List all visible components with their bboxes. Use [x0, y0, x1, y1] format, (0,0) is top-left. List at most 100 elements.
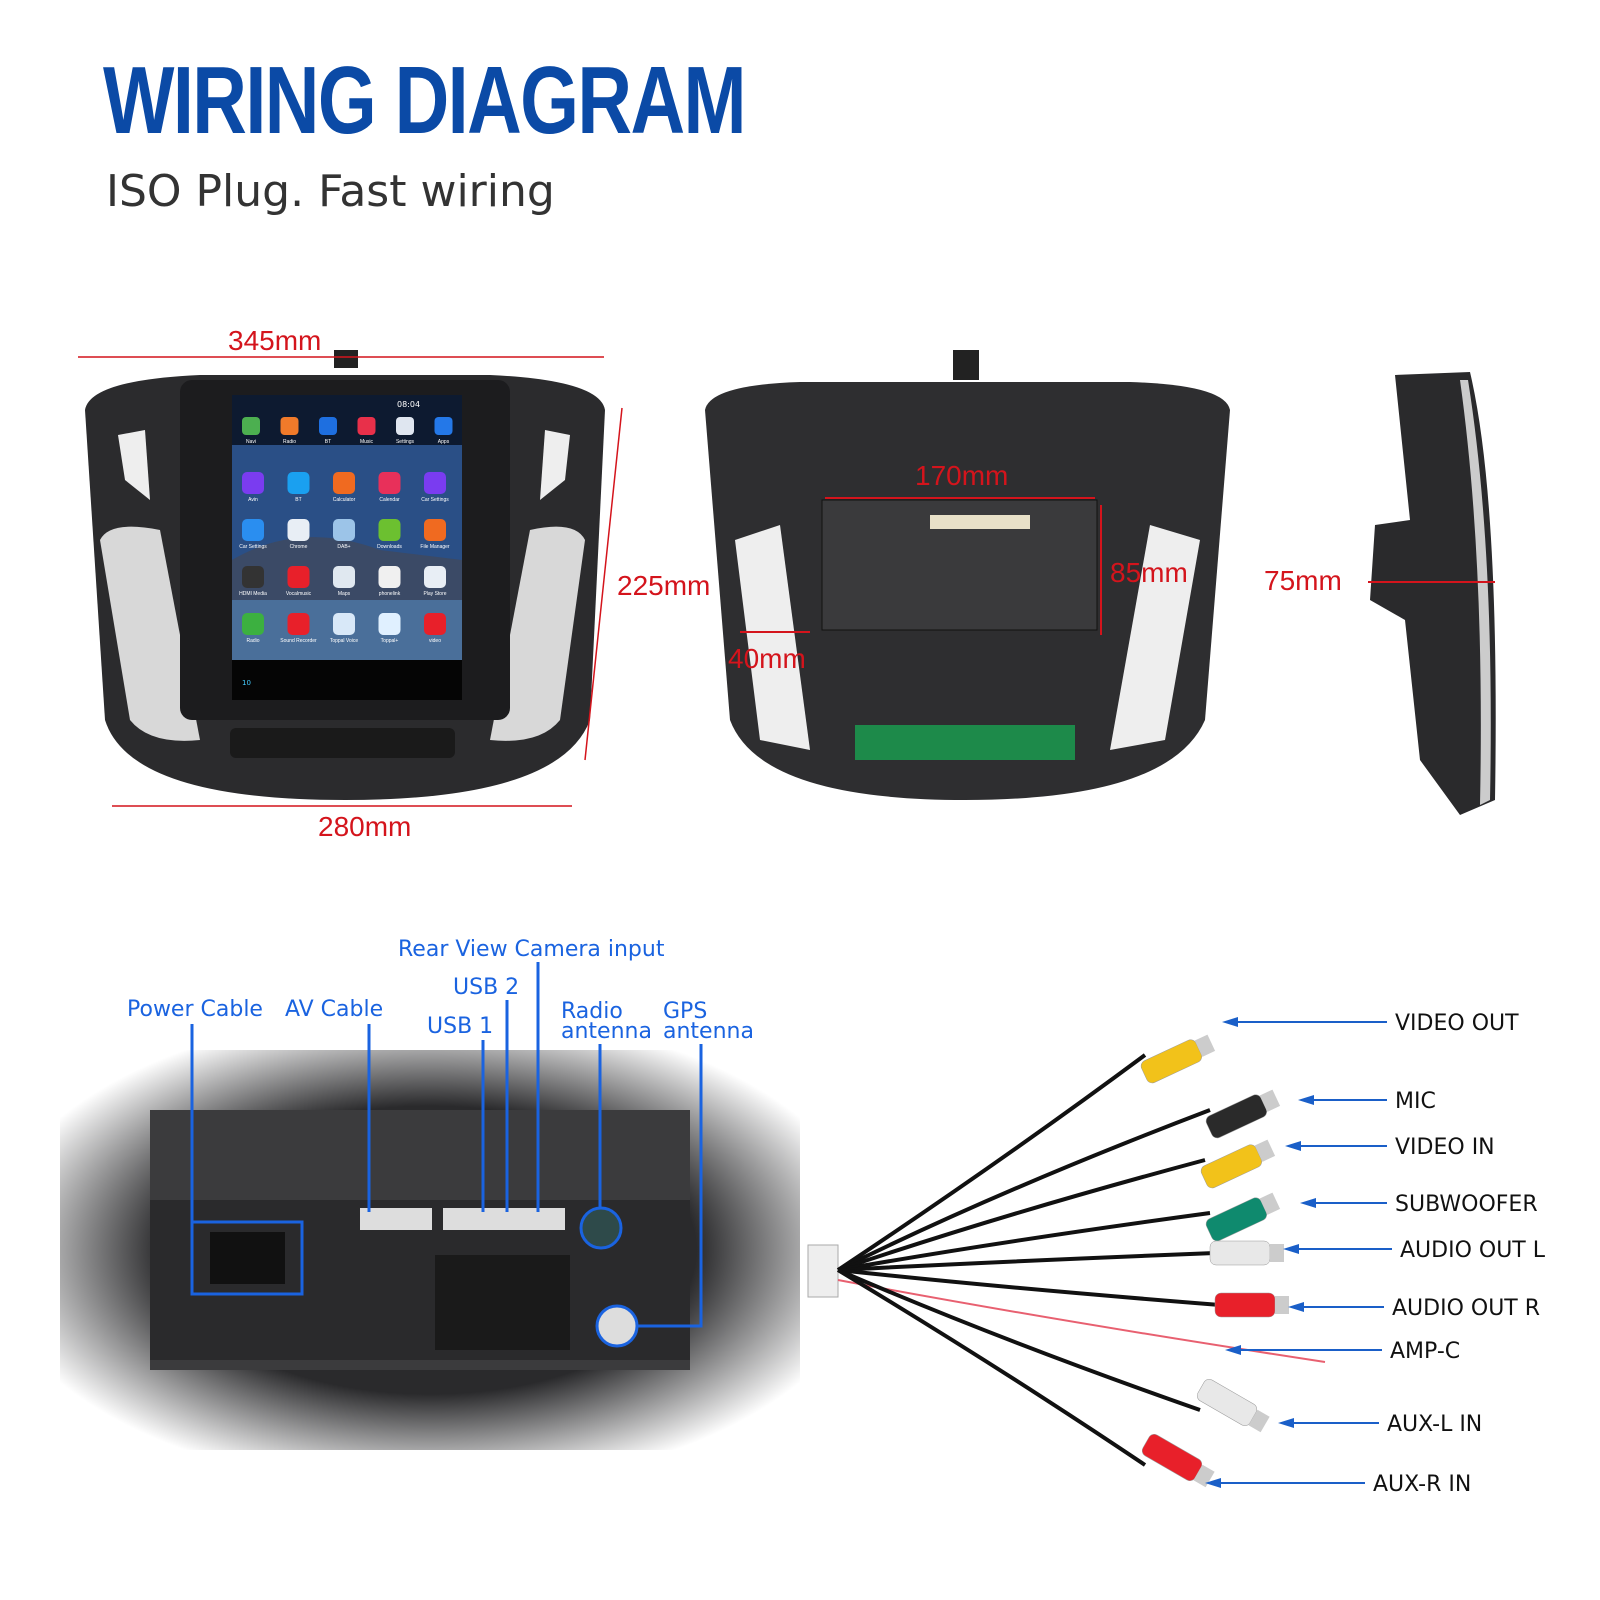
app-label: Maps [338, 591, 351, 597]
page-subtitle: ISO Plug. Fast wiring [106, 166, 555, 217]
cable-label: AUDIO OUT L [1400, 1238, 1546, 1263]
app-icon[interactable] [333, 566, 355, 588]
label-power-cable: Power Cable [127, 997, 263, 1022]
app-label: HDMI Media [239, 591, 267, 597]
rca-plug [1205, 1089, 1281, 1139]
cable-wire [837, 1108, 1211, 1272]
cable-label: VIDEO OUT [1395, 1011, 1519, 1036]
app-icon[interactable] [424, 472, 446, 494]
dim-inner-offset: 40mm [728, 643, 806, 674]
app-label: video [429, 638, 441, 644]
app-label: DAB+ [337, 544, 350, 550]
arrow-icon [1288, 1302, 1304, 1312]
label-gps-antenna-2: antenna [663, 1019, 754, 1044]
hard-button-bar[interactable] [230, 728, 455, 758]
arrow-icon [1222, 1017, 1238, 1027]
cable-label: MIC [1395, 1089, 1436, 1114]
power-cable-port[interactable] [190, 1220, 304, 1296]
connector-panel: Rear View Camera input USB 2 Power Cable… [60, 937, 800, 1450]
app-label: Car Settings [421, 497, 449, 503]
clock: 08:04 [397, 400, 420, 409]
app-icon[interactable] [333, 472, 355, 494]
app-icon[interactable] [424, 566, 446, 588]
arrow-icon [1283, 1244, 1299, 1254]
dock-app-icon[interactable] [396, 417, 414, 435]
dock-app-icon[interactable] [242, 417, 260, 435]
rca-plug [1205, 1192, 1281, 1242]
label-radio-antenna-2: antenna [561, 1019, 652, 1044]
dock-app-icon[interactable] [357, 417, 376, 435]
app-icon[interactable] [287, 566, 310, 588]
cable-label: AUX-L IN [1387, 1412, 1482, 1437]
app-label: Vocalmusic [286, 591, 312, 597]
app-label: phonelink [379, 591, 401, 597]
av-cable-port[interactable] [360, 1208, 432, 1230]
rca-plug [1140, 1034, 1216, 1084]
cable-label: AMP-C [1390, 1339, 1460, 1364]
dim-inner-height: 85mm [1110, 557, 1188, 588]
app-icon[interactable] [287, 519, 310, 541]
app-label: Radio [246, 638, 259, 644]
app-label: Avin [248, 497, 258, 503]
dock-app-icon[interactable] [280, 417, 299, 435]
app-icon[interactable] [333, 519, 355, 541]
app-label: Toppal Voice [330, 638, 359, 644]
arrow-icon [1278, 1418, 1294, 1428]
app-icon[interactable] [378, 472, 401, 494]
app-icon[interactable] [242, 472, 264, 494]
radio-antenna-port[interactable] [579, 1206, 623, 1250]
app-icon[interactable] [287, 613, 310, 635]
app-icon[interactable] [424, 613, 446, 635]
arrow-icon [1225, 1345, 1241, 1355]
gps-antenna-port[interactable] [595, 1304, 639, 1348]
dim-width-top: 345mm [228, 325, 321, 356]
cable-wire [836, 1053, 1147, 1272]
cable-label: AUX-R IN [1373, 1472, 1471, 1497]
app-icon[interactable] [378, 566, 401, 588]
dim-inner-width: 170mm [915, 460, 1008, 491]
dim-width-bottom: 280mm [318, 811, 411, 842]
label-usb1: USB 1 [427, 1014, 493, 1039]
label-av-cable: AV Cable [285, 997, 383, 1022]
rca-plug [1200, 1139, 1276, 1189]
app-icon[interactable] [242, 566, 264, 588]
side-profile: 75mm [1264, 372, 1496, 815]
dock-app-label: Navi [246, 439, 256, 445]
dock-app-label: BT [325, 439, 331, 445]
app-label: Chrome [290, 544, 308, 550]
app-icon[interactable] [287, 472, 310, 494]
rca-plug [1196, 1379, 1270, 1433]
app-icon[interactable] [378, 519, 401, 541]
dock-app-icon[interactable] [434, 417, 453, 435]
arrow-icon [1298, 1095, 1314, 1105]
dim-height: 225mm [617, 570, 710, 601]
rca-plug [1141, 1434, 1215, 1488]
rca-plug [1209, 1240, 1284, 1266]
cable-wire [837, 1268, 1201, 1412]
usb-ports[interactable] [443, 1208, 565, 1230]
app-label: BT [295, 497, 301, 503]
app-label: Downloads [377, 544, 402, 550]
app-icon[interactable] [378, 613, 401, 635]
app-icon[interactable] [242, 613, 264, 635]
cable-wire [837, 1211, 1211, 1272]
cable-label: AUDIO OUT R [1392, 1296, 1540, 1321]
dock-app-icon[interactable] [319, 417, 337, 435]
app-label: Calculator [333, 497, 356, 503]
cable-wire [837, 1251, 1216, 1272]
app-icon[interactable] [242, 519, 264, 541]
cable-wire [837, 1268, 1221, 1307]
dim-depth: 75mm [1264, 565, 1342, 596]
arrow-icon [1285, 1141, 1301, 1151]
app-label: File Manager [420, 544, 450, 550]
dock-app-label: Radio [283, 439, 296, 445]
label-rear-camera: Rear View Camera input [398, 937, 665, 962]
app-icon[interactable] [424, 519, 446, 541]
app-icon[interactable] [333, 613, 355, 635]
cable-wire [837, 1158, 1206, 1272]
app-label: Sound Recorder [280, 638, 317, 644]
